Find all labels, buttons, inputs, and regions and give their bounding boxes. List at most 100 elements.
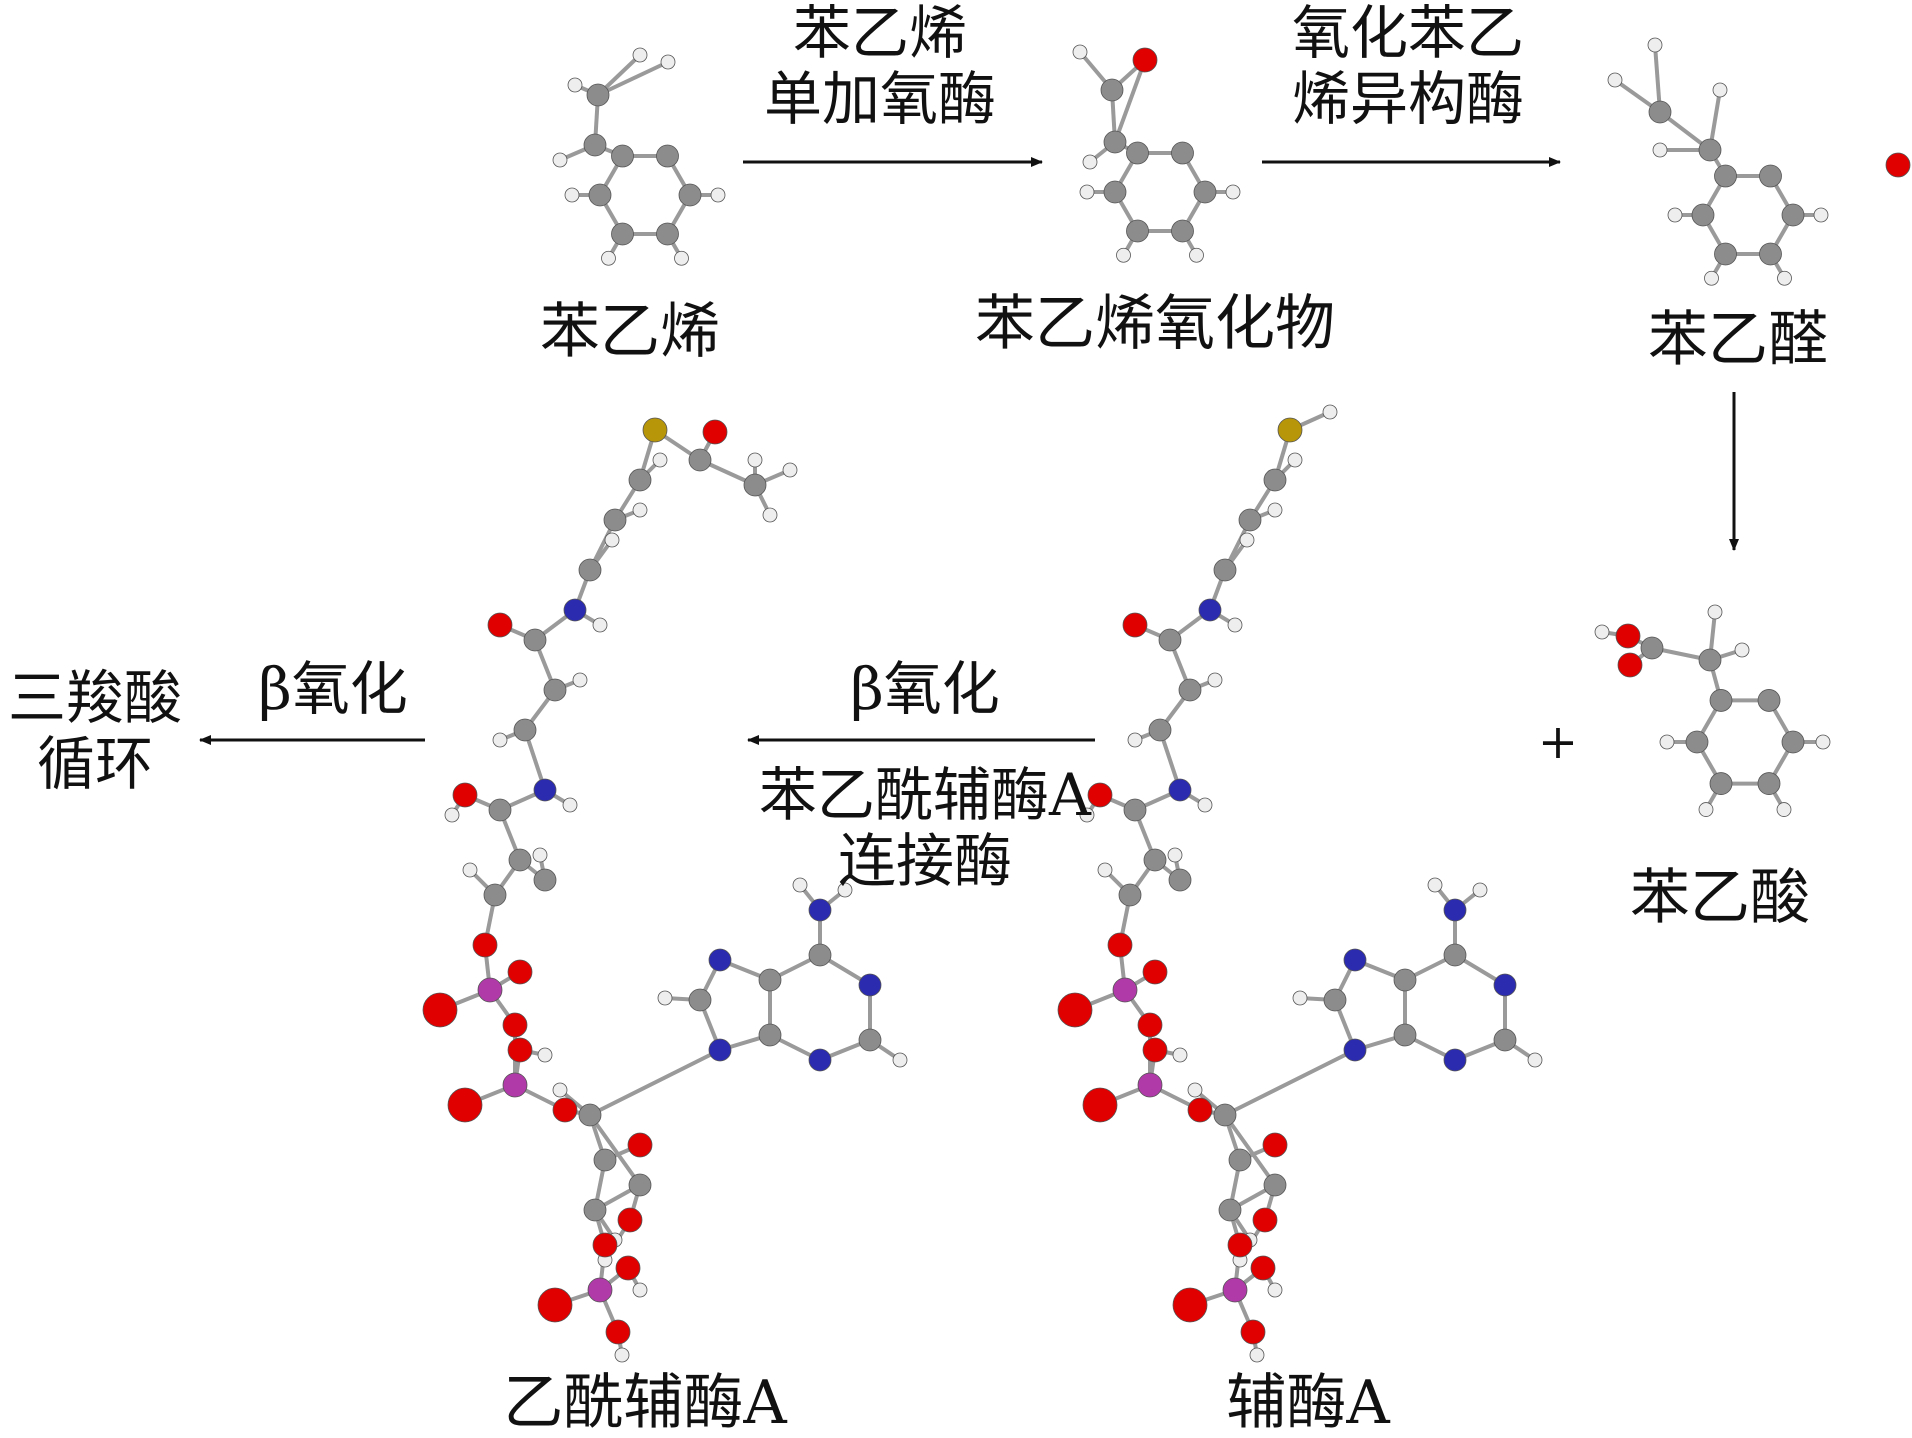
atom (1171, 219, 1194, 243)
atom (710, 187, 726, 203)
atom (1082, 1087, 1118, 1123)
atom (1132, 47, 1158, 73)
atom (1707, 604, 1723, 620)
atom (1813, 207, 1829, 223)
atom (1137, 1072, 1163, 1098)
bond (589, 1048, 721, 1117)
atom (1777, 270, 1792, 286)
atom (660, 54, 676, 70)
atom (513, 718, 537, 742)
atom (628, 468, 652, 492)
atom (1103, 180, 1127, 204)
atom (1443, 943, 1467, 967)
atom (1148, 718, 1172, 742)
plus-sign: + (1537, 714, 1579, 770)
enzyme-4-line-2: 连接酶 (837, 827, 1013, 895)
enzyme-beta-oxidation-2: β氧化 (258, 655, 408, 723)
atom (782, 462, 798, 478)
atom (1249, 1347, 1265, 1363)
atom (1709, 772, 1733, 795)
atom (1263, 468, 1287, 492)
atom (892, 1052, 908, 1068)
atom (1323, 988, 1347, 1012)
atom (532, 847, 548, 863)
atom (578, 1103, 602, 1127)
atom (1107, 932, 1133, 958)
phenylacetic-acid-molecule (1594, 604, 1831, 817)
label-phenylacetic-acid: 苯乙酸 (1630, 863, 1810, 933)
atom (1079, 184, 1095, 200)
atom (792, 877, 808, 893)
atom (1171, 141, 1194, 165)
atom (1712, 82, 1728, 98)
atom (1227, 617, 1243, 633)
atom (462, 862, 478, 878)
atom (808, 1048, 832, 1072)
atom (1472, 882, 1488, 898)
label-phenylacetaldehyde: 苯乙醛 (1648, 305, 1828, 375)
atom (1607, 72, 1623, 88)
atom (563, 598, 587, 622)
atom (605, 1319, 631, 1345)
atom (1103, 130, 1127, 154)
bond (1223, 1113, 1277, 1187)
atom (507, 1037, 533, 1063)
atom (552, 152, 568, 168)
atom (1757, 689, 1781, 712)
atom (1617, 652, 1643, 678)
atom (1714, 164, 1737, 188)
atom (632, 47, 648, 63)
atom (1704, 270, 1719, 286)
atom (1714, 242, 1737, 266)
atom (652, 452, 668, 468)
atom (1594, 624, 1610, 640)
atom (1072, 44, 1088, 60)
atom (447, 1087, 483, 1123)
atom (578, 558, 602, 582)
atom (1781, 203, 1805, 227)
atom (1776, 802, 1792, 817)
atom (537, 1047, 553, 1063)
atom (1227, 1232, 1253, 1258)
atom (1698, 138, 1722, 162)
enzyme-phenylacetyl-coa-ligase: 苯乙酰辅酶A 连接酶 (759, 762, 1091, 894)
atom (483, 883, 507, 907)
atom (508, 848, 532, 872)
atom (1172, 1047, 1188, 1063)
coa-molecule (1057, 404, 1543, 1363)
atom (1178, 678, 1202, 702)
atom (507, 959, 533, 985)
atom (533, 778, 557, 802)
atom (762, 507, 778, 523)
atom (614, 1347, 630, 1363)
atom (1493, 1028, 1517, 1052)
atom (1189, 247, 1204, 263)
atom (808, 943, 832, 967)
atom (422, 992, 458, 1028)
atom (1213, 1103, 1237, 1127)
enzyme-1-line-1: 苯乙烯 (792, 0, 968, 67)
atom (1167, 847, 1183, 863)
atom (611, 222, 634, 246)
atom (1250, 1255, 1276, 1281)
atom (617, 1207, 643, 1233)
atom (502, 1072, 528, 1098)
atom (642, 417, 668, 443)
atom (1187, 1097, 1213, 1123)
atom (632, 1282, 648, 1298)
atom (1116, 247, 1131, 263)
atom (1734, 642, 1750, 658)
atom (592, 1232, 618, 1258)
atom (1640, 636, 1664, 660)
atom (537, 1287, 573, 1323)
atom (1443, 1048, 1467, 1072)
atom (1198, 598, 1222, 622)
atom (1097, 862, 1113, 878)
atom (1427, 877, 1443, 893)
atom (1815, 734, 1831, 750)
atom (678, 183, 702, 207)
atom (477, 977, 503, 1003)
atom (1218, 1198, 1242, 1222)
